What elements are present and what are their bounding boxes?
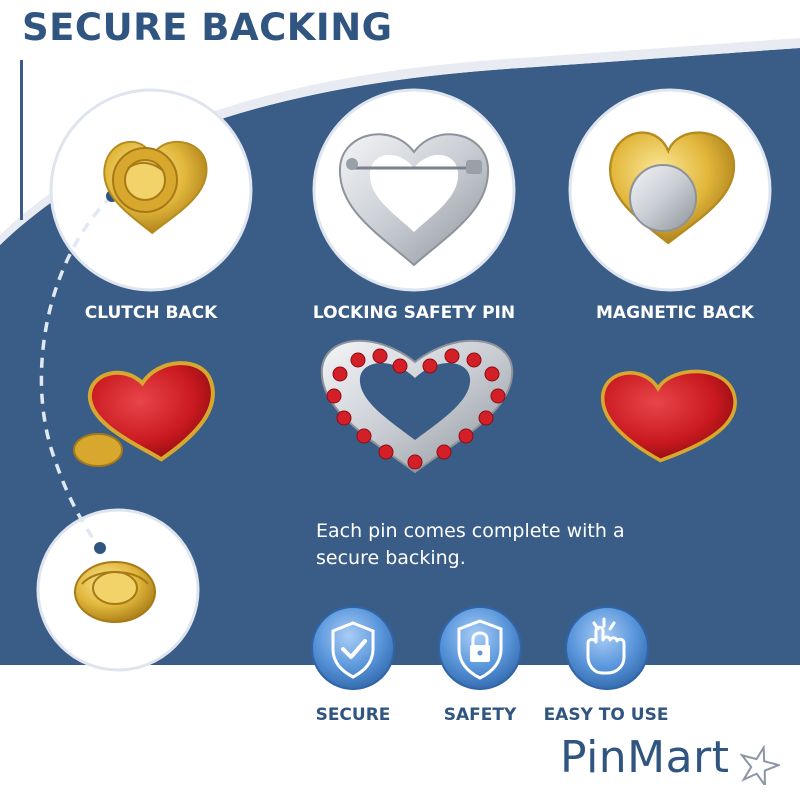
label-clutch-back: CLUTCH BACK [84, 303, 218, 323]
star-icon [739, 745, 780, 785]
feature-label-secure: SECURE [315, 705, 391, 725]
page-title: SECURE BACKING [22, 6, 393, 49]
pointing-hand-icon [565, 606, 649, 690]
brand-logo: PinMart [560, 732, 730, 783]
feature-label-easy-to-use: EASY TO USE [543, 705, 669, 725]
tagline: Each pin comes complete with a secure ba… [316, 520, 625, 569]
feature-label-safety: SAFETY [443, 705, 517, 725]
shield-check-icon [311, 606, 395, 690]
label-magnetic-back: MAGNETIC BACK [596, 303, 754, 323]
shield-lock-icon [438, 606, 522, 690]
label-locking-safety-pin: LOCKING SAFETY PIN [312, 303, 516, 323]
